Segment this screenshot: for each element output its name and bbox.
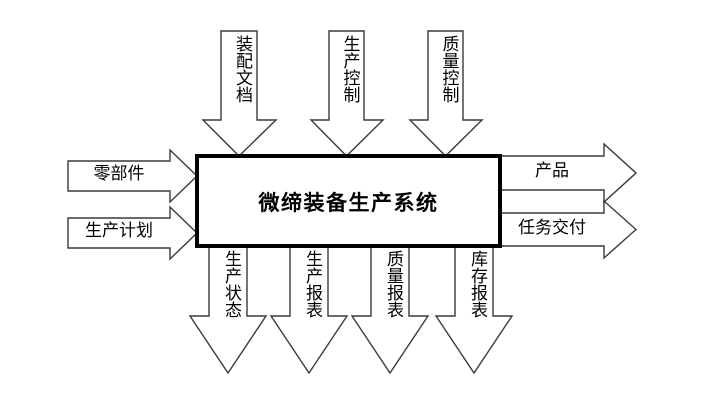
arrow-production-report[interactable] — [269, 245, 349, 375]
arrow-task-delivery[interactable] — [499, 199, 638, 260]
arrow-product-label: 产品 — [535, 161, 569, 181]
arrow-product[interactable] — [499, 142, 638, 204]
arrow-production-report-label: 生产报表 — [302, 250, 322, 318]
arrow-quality-control-label: 质量控制 — [438, 35, 459, 103]
arrow-assembly-document[interactable] — [201, 30, 278, 157]
arrow-production-control[interactable] — [309, 30, 385, 157]
arrow-task-delivery-label: 任务交付 — [518, 217, 586, 238]
arrow-parts-components-label: 零部件 — [93, 164, 145, 184]
arrow-parts-components[interactable] — [67, 148, 199, 204]
arrow-inventory-report[interactable] — [434, 245, 514, 375]
arrow-production-control-label: 生产控制 — [339, 35, 360, 103]
arrow-quality-control[interactable] — [408, 30, 484, 157]
arrow-production-status-label: 生产状态 — [221, 250, 241, 318]
arrow-quality-report-label: 质量报表 — [383, 250, 403, 318]
arrow-quality-report[interactable] — [350, 245, 430, 375]
arrow-production-plan[interactable] — [67, 205, 199, 261]
system-box[interactable] — [195, 154, 502, 248]
arrow-production-status[interactable] — [188, 245, 268, 375]
system-box-title: 微缔装备生产系统 — [258, 191, 439, 215]
arrow-assembly-document-label: 装配文档 — [232, 35, 252, 103]
arrow-inventory-report-label: 库存报表 — [467, 250, 487, 318]
arrow-production-plan-label: 生产计划 — [85, 221, 153, 241]
